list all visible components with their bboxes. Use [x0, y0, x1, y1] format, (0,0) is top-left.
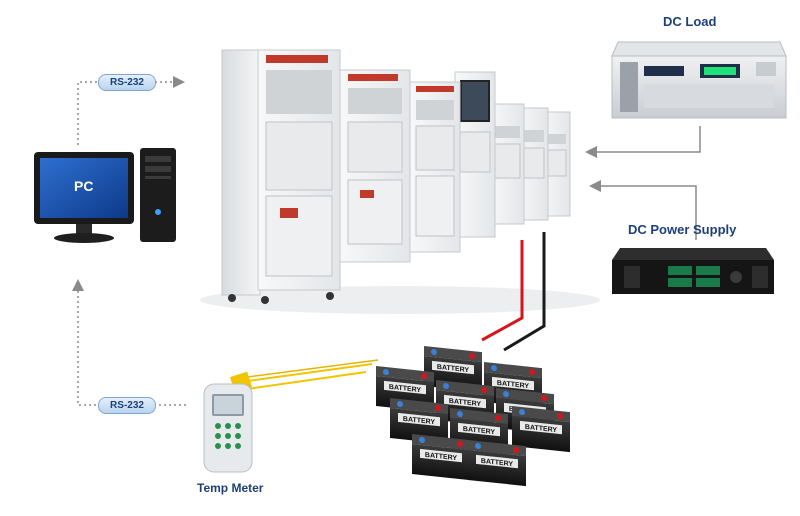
test-rack-system	[200, 49, 600, 314]
battery-label: BATTERY	[525, 424, 558, 434]
battery-label: BATTERY	[425, 452, 458, 462]
battery-terminal-positive	[541, 395, 547, 402]
pc-label: PC	[74, 178, 94, 194]
black-cable	[503, 232, 546, 352]
rs232-top-badge: RS-232	[98, 74, 156, 91]
sensor-wire	[239, 363, 373, 383]
rack-cabinet	[409, 81, 461, 253]
battery-terminal-positive	[421, 373, 427, 380]
rack-cabinet	[489, 103, 525, 225]
battery-label: BATTERY	[481, 458, 514, 468]
battery: BATTERY	[390, 398, 448, 445]
rack-cabinet	[339, 69, 411, 263]
rs232-bottom-badge: RS-232	[98, 397, 156, 414]
battery-terminal-negative	[431, 349, 437, 356]
battery-label: BATTERY	[389, 384, 422, 394]
dc-power-supply-instrument	[612, 248, 774, 294]
battery-label: BATTERY	[403, 416, 436, 426]
battery-label: BATTERY	[437, 364, 470, 374]
battery-terminal-positive	[495, 415, 501, 422]
battery: BATTERY	[512, 406, 570, 453]
dc-load-label: DC Load	[663, 14, 717, 29]
battery-terminal-negative	[443, 383, 449, 390]
battery-label: BATTERY	[497, 380, 530, 390]
dc-load-arrow	[585, 126, 701, 158]
battery-terminal-positive	[557, 413, 563, 420]
dc-load-instrument	[611, 41, 787, 119]
battery-label: BATTERY	[449, 398, 482, 408]
battery-terminal-positive	[529, 369, 535, 376]
temp-meter-label: Temp Meter	[197, 481, 264, 495]
battery-terminal-negative	[491, 365, 497, 372]
pc-workstation	[34, 148, 176, 243]
battery-terminal-positive	[469, 353, 475, 360]
battery: BATTERY	[468, 440, 526, 487]
battery-terminal-positive	[457, 441, 463, 448]
battery: BATTERY	[412, 434, 470, 481]
rs232-bottom-line	[72, 279, 186, 406]
battery-terminal-positive	[435, 405, 441, 412]
battery-terminal-negative	[419, 437, 425, 444]
sensor-wire	[239, 371, 367, 391]
battery-terminal-negative	[457, 411, 463, 418]
temp-meter-device	[203, 371, 253, 473]
sensor-wire	[239, 359, 379, 379]
red-cable	[481, 240, 524, 342]
battery-label: BATTERY	[463, 426, 496, 436]
dc-power-supply-arrow	[589, 180, 697, 240]
battery-terminal-negative	[519, 409, 525, 416]
rack-cabinet-front	[221, 49, 341, 304]
rack-cabinet-monitor	[454, 71, 496, 238]
pc-tower	[140, 148, 176, 242]
battery-terminal-positive	[481, 387, 487, 394]
battery-terminal-positive	[513, 447, 519, 454]
battery-terminal-negative	[475, 443, 481, 450]
battery-terminal-negative	[383, 369, 389, 376]
rs232-top-line	[77, 76, 185, 145]
battery-bank: BATTERY BATTERY BATTERY BATTERY BATTERY BATTE…	[376, 346, 570, 487]
dc-power-supply-label: DC Power Supply	[628, 222, 737, 237]
pc-monitor-stand	[54, 233, 114, 243]
battery-terminal-negative	[397, 401, 403, 408]
battery-terminal-negative	[503, 391, 509, 398]
pc-monitor-screen	[40, 158, 128, 218]
